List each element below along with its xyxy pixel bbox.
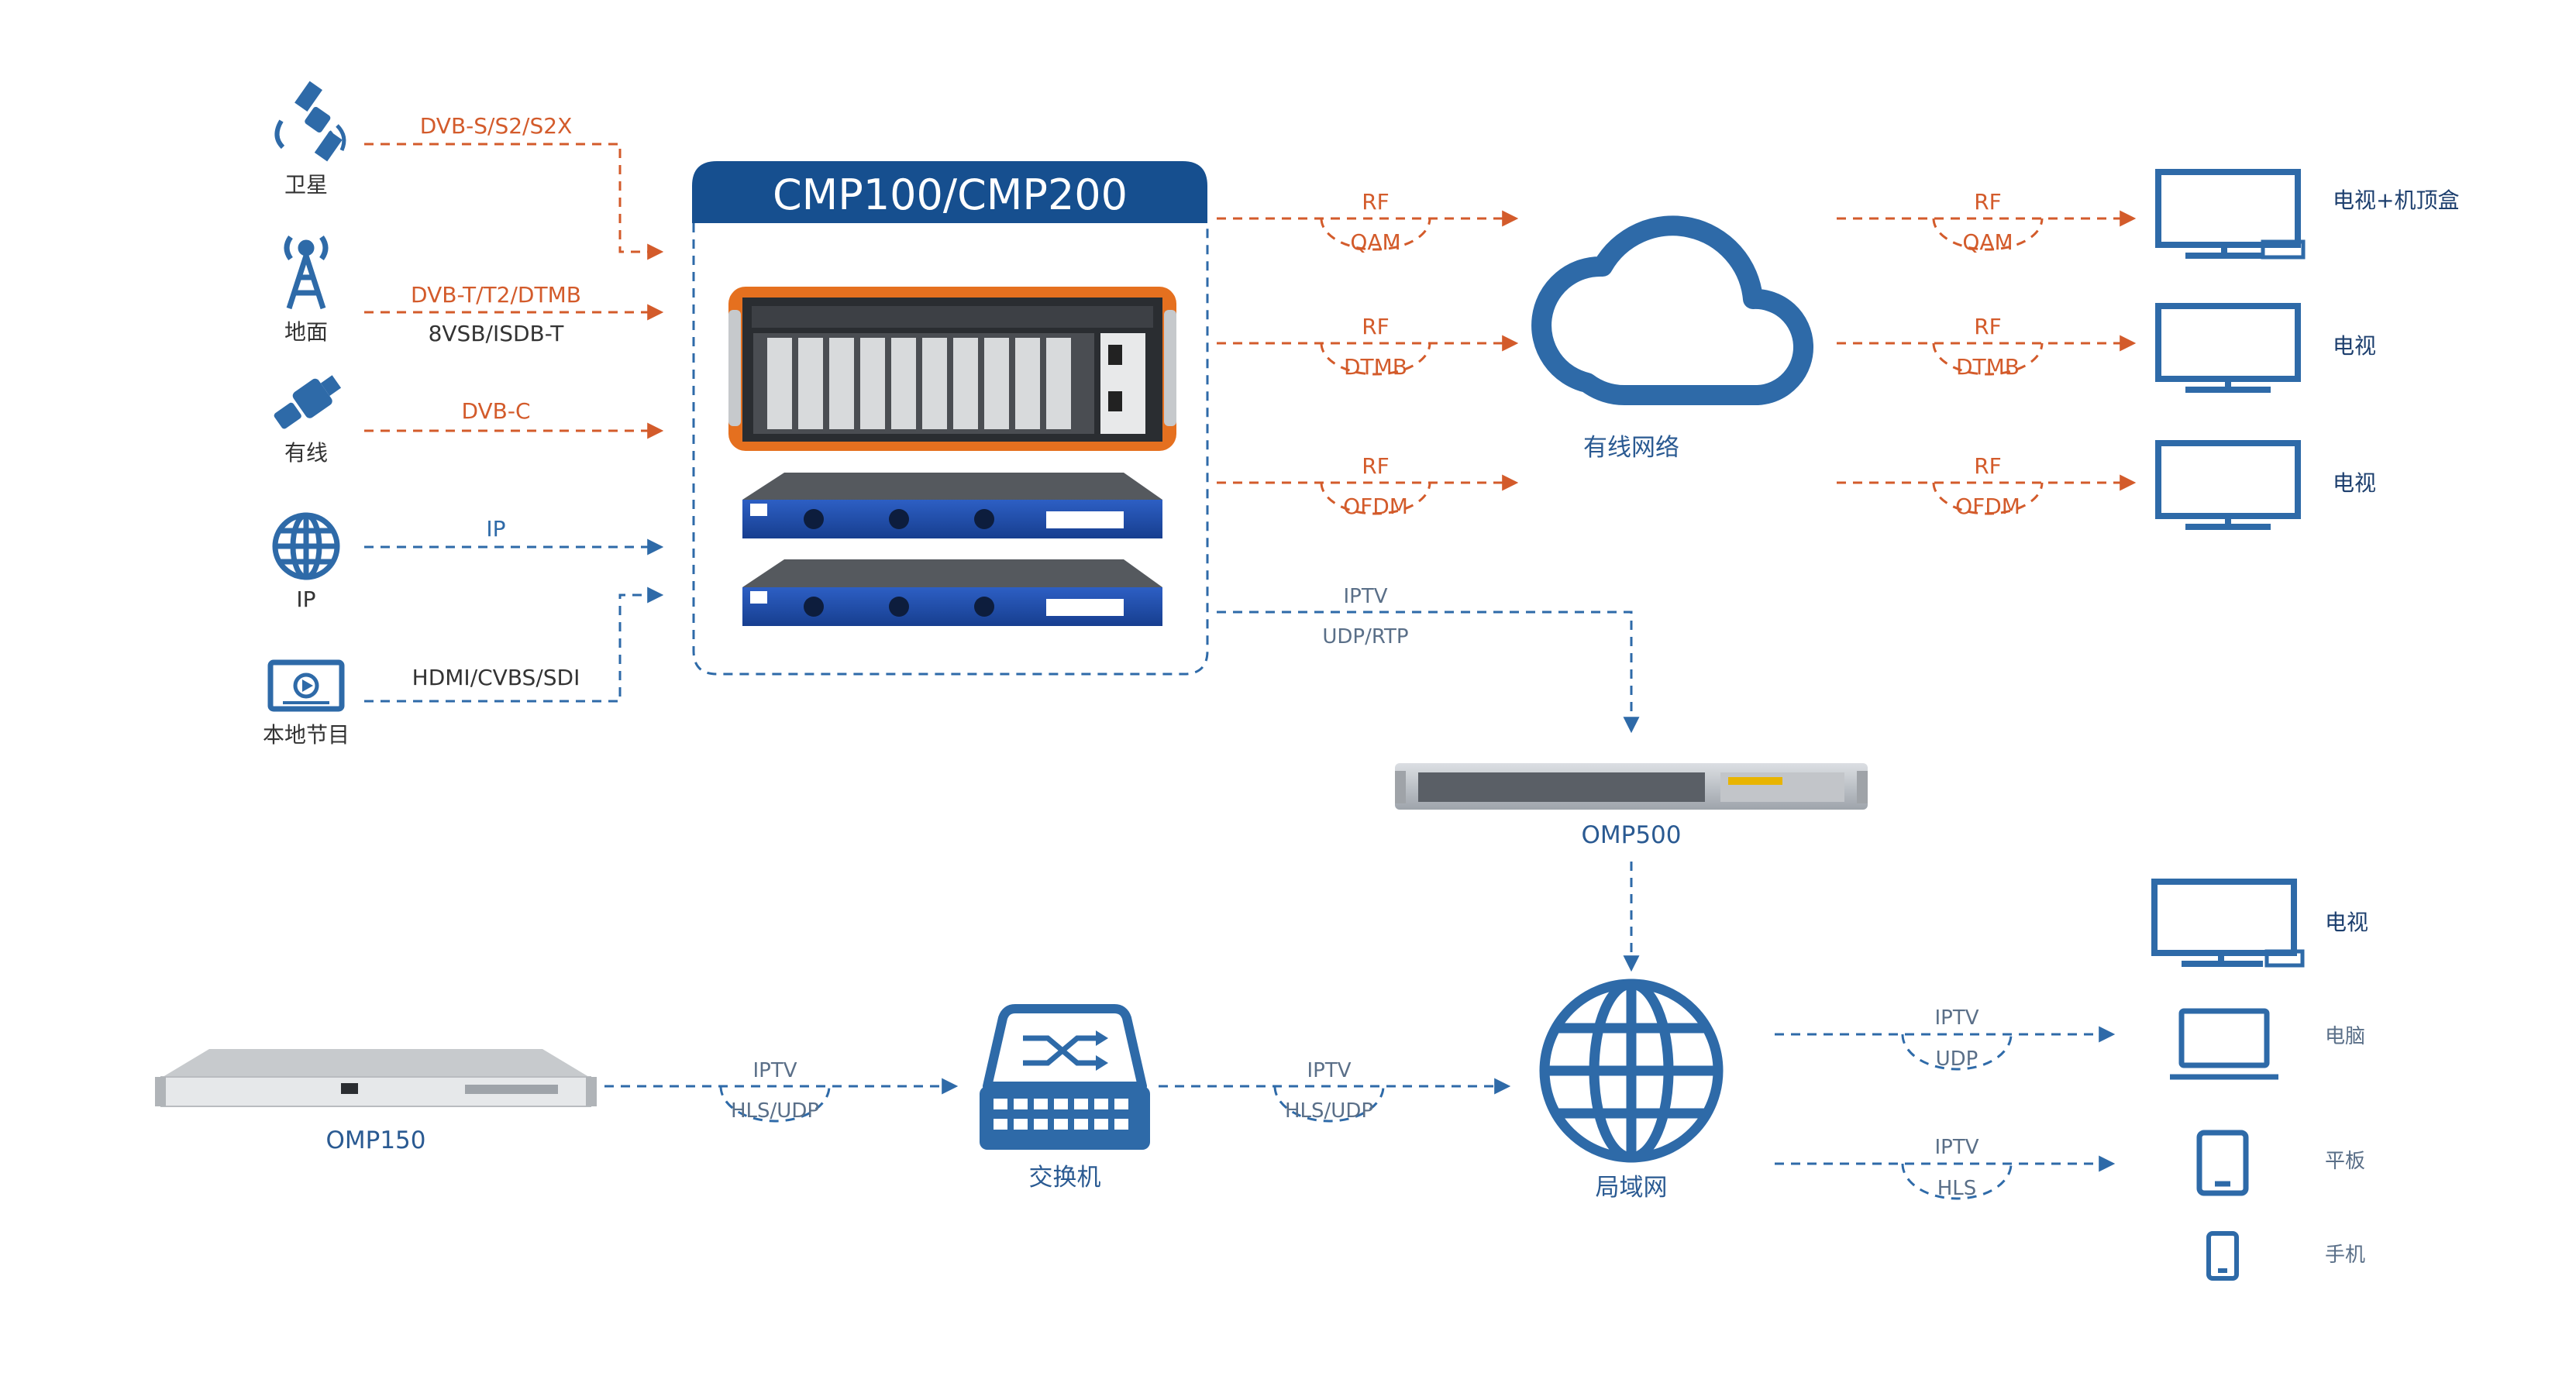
source-label-satellite: 卫星: [284, 172, 328, 198]
video-monitor-icon: [267, 659, 345, 712]
headend-title: CMP100/CMP200: [773, 170, 1128, 219]
cmp-chassis-image: [728, 287, 1176, 451]
signal-terrestrial-1: DVB-T/T2/DTMB: [411, 282, 581, 308]
source-label-cable: 有线: [284, 440, 328, 466]
satellite-icon: [274, 81, 346, 162]
terminal-label-tv-2: 电视: [2333, 470, 2376, 496]
switch-label: 交换机: [1029, 1164, 1101, 1192]
terminal-label-tv-1: 电视: [2333, 333, 2376, 359]
rf-del-dtmb-top: RF: [1974, 314, 2002, 339]
lan-label: 局域网: [1596, 1174, 1668, 1202]
encoder-device-image-1: [742, 473, 1162, 538]
rf-del-dtmb-bottom: DTMB: [1956, 354, 2020, 380]
lan-hls-top: IPTV: [1934, 1136, 1978, 1159]
rf-del-ofdm-bottom: OFDM: [1955, 494, 2020, 519]
source-label-ip: IP: [296, 586, 315, 612]
laptop-icon: [2170, 1008, 2278, 1080]
source-label-local: 本地节目: [263, 722, 350, 748]
omp150-label: OMP150: [325, 1127, 425, 1154]
signal-terrestrial-2: 8VSB/ISDB-T: [429, 321, 565, 346]
link-local: [364, 586, 664, 703]
signal-cable: DVB-C: [461, 398, 530, 424]
terminal-label-tv-stb: 电视+机顶盒: [2333, 187, 2459, 213]
rf-out-dtmb-bottom: DTMB: [1344, 354, 1407, 380]
signal-ip: IP: [486, 516, 505, 542]
switch-lan-top: IPTV: [1307, 1059, 1351, 1082]
lan-terminal-tablet: 平板: [2325, 1150, 2365, 1173]
omp150-switch-bottom: HLS/UDP: [731, 1099, 819, 1123]
tv-icon: [2155, 303, 2301, 393]
cable-connector-icon: [274, 375, 342, 429]
rf-out-qam-bottom: QAM: [1350, 229, 1400, 255]
tv-stb-icon: [2155, 169, 2306, 260]
omp500-label: OMP500: [1581, 821, 1681, 849]
omp500-device-image: [1395, 763, 1868, 810]
headend-box: CMP100/CMP200: [692, 161, 1209, 676]
iptv-link-line1: IPTV: [1343, 585, 1387, 608]
network-switch-icon: [980, 1004, 1150, 1150]
antenna-tower-icon: [284, 235, 329, 310]
encoder-device-image-2: [742, 559, 1162, 626]
omp150-device-image: [155, 1049, 597, 1107]
signal-satellite: DVB-S/S2/S2X: [420, 113, 573, 139]
switch-lan-bottom: HLS/UDP: [1285, 1099, 1373, 1123]
tv-icon: [2155, 440, 2301, 530]
phone-icon: [2206, 1231, 2239, 1281]
lan-hls-bottom: HLS: [1937, 1177, 1977, 1200]
rf-out-ofdm-bottom: OFDM: [1343, 494, 1408, 519]
signal-local: HDMI/CVBS/SDI: [412, 665, 580, 690]
lan-terminal-phone: 手机: [2325, 1243, 2365, 1267]
lan-udp-bottom: UDP: [1936, 1047, 1978, 1071]
tv-icon: [2151, 879, 2305, 968]
globe-icon: [272, 512, 340, 580]
cloud-icon: [1531, 215, 1813, 405]
rf-del-ofdm-top: RF: [1974, 453, 2002, 479]
link-iptv-omp500: [1217, 611, 1640, 734]
rf-out-dtmb-top: RF: [1362, 314, 1390, 339]
source-label-terrestrial: 地面: [284, 319, 328, 345]
cloud-label: 有线网络: [1583, 434, 1679, 462]
lan-terminal-pc: 电脑: [2325, 1025, 2365, 1048]
rf-del-qam-bottom: QAM: [1962, 229, 2013, 255]
lan-terminal-tv: 电视: [2325, 910, 2368, 935]
lan-udp-top: IPTV: [1934, 1006, 1978, 1030]
rf-del-qam-top: RF: [1974, 189, 2002, 215]
lan-globe-icon: [1539, 979, 1724, 1163]
omp150-switch-top: IPTV: [752, 1059, 797, 1082]
tablet-icon: [2196, 1130, 2249, 1196]
rf-out-qam-top: RF: [1362, 189, 1390, 215]
link-satellite: [364, 143, 664, 260]
iptv-link-line2: UDP/RTP: [1322, 625, 1408, 648]
rf-out-ofdm-top: RF: [1362, 453, 1390, 479]
